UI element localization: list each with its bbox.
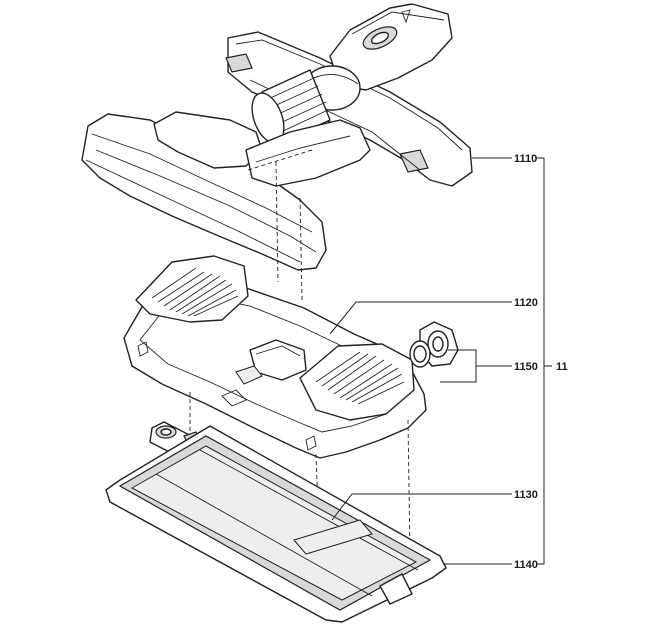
leader-lines — [329, 157, 552, 565]
callout-1150: 1150 — [514, 361, 538, 373]
callout-1120: 1120 — [514, 297, 538, 309]
base-tray-1120 — [123, 255, 427, 459]
ribbed-hose — [251, 69, 331, 144]
nozzle-head-1110 — [81, 3, 473, 271]
callout-assembly-11: 11 — [556, 361, 568, 373]
base-plate-1140 — [105, 425, 447, 623]
callout-1110: 1110 — [514, 153, 537, 165]
left-vent-grille — [151, 267, 239, 317]
callout-1130: 1130 — [514, 489, 538, 501]
right-vent-grille — [315, 351, 405, 405]
filter-seal-1150 — [409, 321, 459, 368]
callout-1140: 1140 — [514, 559, 538, 571]
